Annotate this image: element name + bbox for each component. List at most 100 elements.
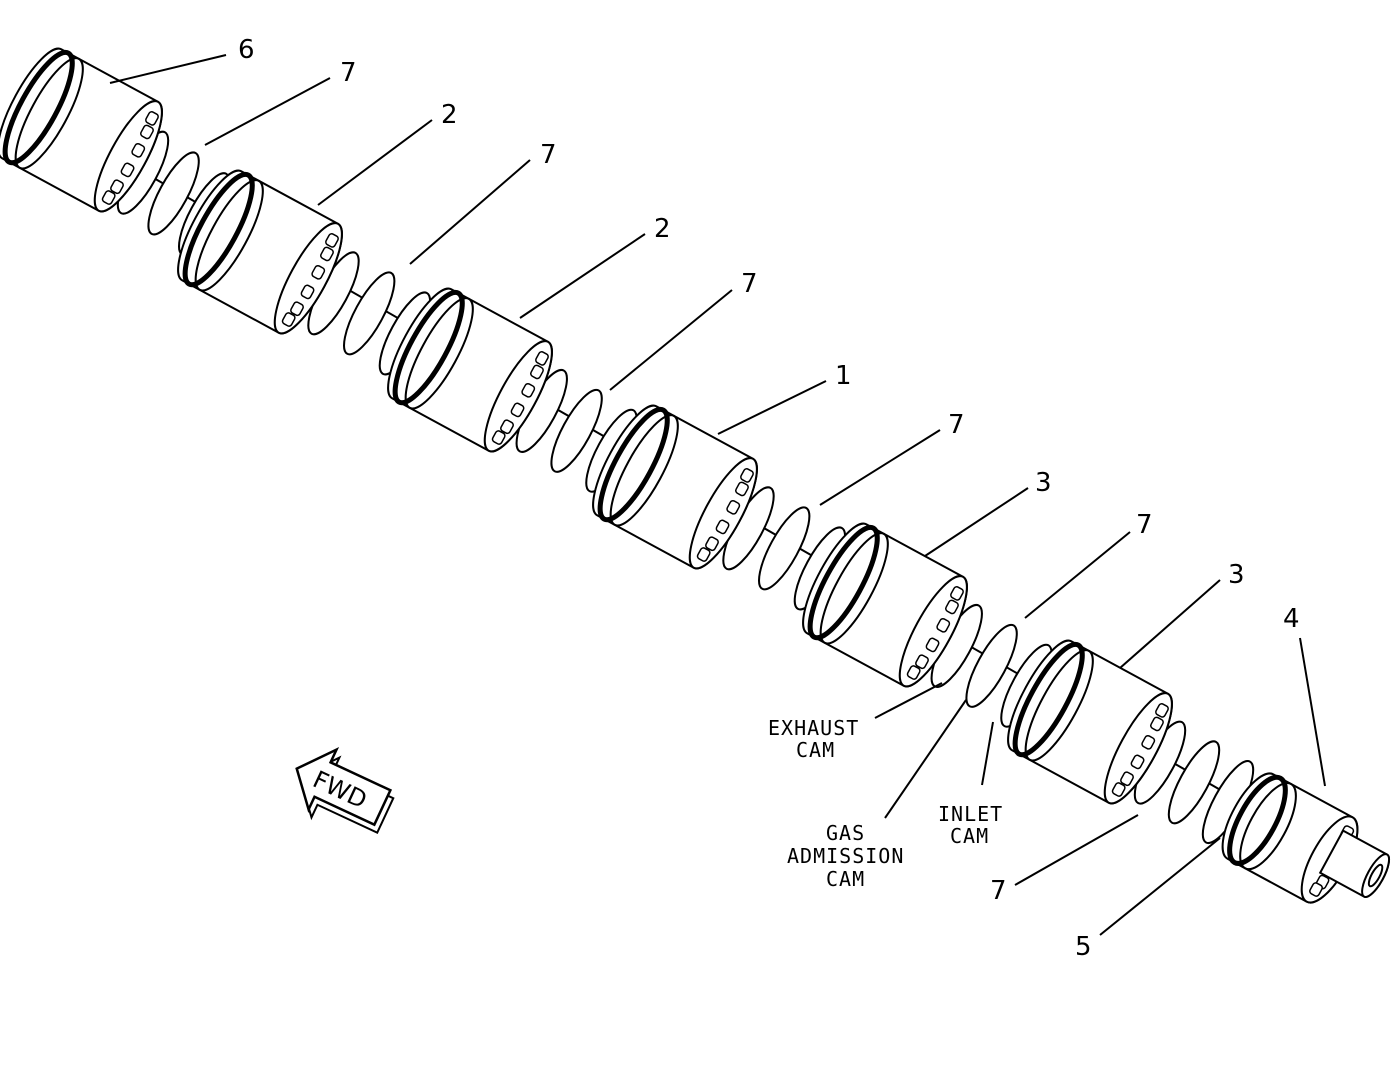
segment-ring <box>14 57 84 170</box>
callout-3: 3 <box>1035 468 1052 498</box>
segment-ring <box>194 179 264 292</box>
bolt-head <box>915 654 929 670</box>
leader-line <box>317 119 433 206</box>
leader-line <box>819 429 941 506</box>
bolt-head <box>521 382 536 398</box>
gas-admission-cam-label-line3: CAM <box>826 867 865 891</box>
segment-ring <box>1024 649 1094 762</box>
bolt-head <box>491 430 506 445</box>
bolt-head <box>131 142 146 158</box>
segment-band <box>1012 641 1085 758</box>
leader-line <box>924 487 1029 557</box>
bolt-head <box>145 111 159 126</box>
bolt-head <box>140 124 154 140</box>
bolt-head <box>740 468 754 483</box>
segment-ring <box>1239 782 1297 871</box>
bolt-head <box>1120 771 1134 787</box>
segment-2b <box>387 287 553 453</box>
segment-band <box>392 289 465 406</box>
callout-7: 7 <box>1136 510 1153 540</box>
bolt-head <box>320 246 334 262</box>
callout-1: 1 <box>835 361 852 391</box>
bolt-head <box>110 179 124 195</box>
callout-3: 3 <box>1228 560 1245 590</box>
leader-line <box>109 54 227 84</box>
bolt-head <box>715 519 730 535</box>
bolt-head <box>510 402 525 418</box>
bolt-head <box>311 264 326 280</box>
camshaft-assembly <box>0 47 1391 904</box>
bolt-head <box>1150 716 1164 732</box>
callout-2: 2 <box>654 214 671 244</box>
bolt-head <box>120 162 135 178</box>
bolt-head <box>530 364 544 380</box>
leader-line <box>204 77 331 146</box>
cam-lobe <box>147 151 200 236</box>
inlet-cam-label-line2: CAM <box>950 824 989 848</box>
segment-band <box>2 49 75 166</box>
cam-lobe-outline <box>343 271 396 356</box>
leader-line <box>1099 837 1221 936</box>
bolt-head <box>290 301 304 317</box>
bolt-head <box>696 547 711 562</box>
leader-line <box>884 699 967 819</box>
fwd-arrow: FWD <box>295 747 395 834</box>
callout-2: 2 <box>441 100 458 130</box>
bolt-head <box>281 312 296 327</box>
bolt-head <box>705 536 719 552</box>
leader-line <box>1119 579 1221 669</box>
bolt-head <box>535 351 549 366</box>
callout-6: 6 <box>238 35 255 65</box>
bolt-head <box>735 481 749 497</box>
segment-3b <box>1007 639 1173 805</box>
callout-7: 7 <box>948 410 965 440</box>
bolt-head <box>925 637 940 653</box>
leader-line <box>1014 814 1139 886</box>
bolt-head <box>906 665 921 680</box>
callout-7: 7 <box>990 876 1007 906</box>
exhaust-cam-label-line2: CAM <box>796 738 835 762</box>
bolt-head <box>325 233 339 248</box>
bolt-head <box>101 190 116 205</box>
gas-admission-cam-label-line1: GAS <box>826 821 865 845</box>
bolt-head <box>1309 882 1323 897</box>
exhaust-cam-label-line1: EXHAUST <box>768 716 859 740</box>
callout-labels: 6 7 2 7 2 7 1 7 3 7 3 4 7 5 <box>238 35 1300 962</box>
segment-6 <box>0 47 163 213</box>
fwd-arrow-shape <box>295 747 393 827</box>
bolt-head <box>936 617 951 633</box>
bolt-head <box>1111 782 1126 797</box>
gas-admission-cam-label-line2: ADMISSION <box>787 844 904 868</box>
leader-lines <box>109 54 1326 936</box>
leader-line <box>1299 637 1326 787</box>
leader-line <box>609 289 733 391</box>
cam-lobe <box>343 271 396 356</box>
bolt-head <box>300 284 315 300</box>
callout-4: 4 <box>1283 604 1300 634</box>
leader-line <box>409 159 531 265</box>
leader-line <box>519 233 646 319</box>
bolt-head <box>1141 734 1156 750</box>
shaft-nose-bore <box>1367 863 1384 888</box>
bolt-head <box>500 419 514 435</box>
leader-line <box>717 380 827 435</box>
bolt-head <box>945 599 959 615</box>
callout-7: 7 <box>540 140 557 170</box>
cam-lobe-outline <box>147 151 200 236</box>
segment-band <box>182 171 255 288</box>
leader-line <box>981 721 994 786</box>
cam-notes: EXHAUST CAM GAS ADMISSION CAM INLET CAM <box>768 716 1003 891</box>
segment-1 <box>592 404 758 570</box>
leader-line <box>1024 531 1131 619</box>
shaft-nose <box>1318 829 1391 898</box>
leader-line <box>874 682 943 719</box>
bolt-head <box>726 499 741 515</box>
bolt-head <box>1130 754 1145 770</box>
bolt-head <box>1155 703 1169 718</box>
callout-7: 7 <box>340 58 357 88</box>
segment-3a <box>802 522 968 688</box>
callout-5: 5 <box>1075 932 1092 962</box>
bolt-head <box>950 586 964 601</box>
inlet-cam-label-line1: INLET <box>938 802 1003 826</box>
